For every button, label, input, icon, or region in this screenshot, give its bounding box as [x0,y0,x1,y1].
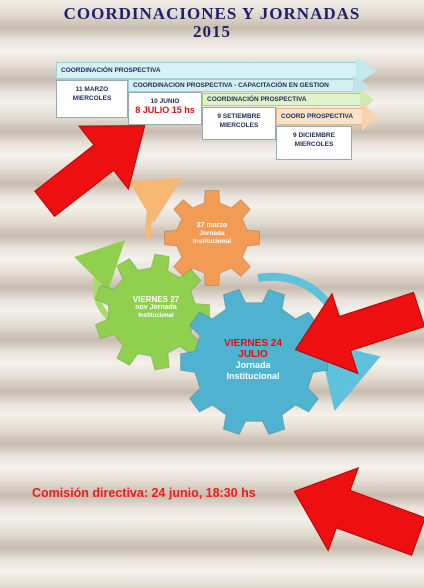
gear-green-line1: VIERNES 27 [132,295,180,304]
timeline-bar-4: COORD PROSPECTIVA [276,103,378,131]
timeline-box-4-line2: MIERCOLES [294,141,334,148]
gear-blue-line1: VIERNES 24 [224,338,282,349]
timeline-box-3-line2: MIERCOLES [219,122,259,129]
red-arrow-icon [293,466,424,556]
red-arrow-icon [34,125,146,218]
comision-directiva-text: Comisión directiva: 24 junio, 18:30 hs [32,486,256,500]
timeline-box-3: 9 SETIEMBRE MIERCOLES [202,107,276,140]
gear-blue-label: VIERNES 24 JULIO Jornada Institucional [210,338,296,382]
gear-blue-shape [180,288,328,436]
gear-orange-line3: Institucional [192,238,232,245]
gear-green-line2: nov Jornada [135,304,177,311]
gear-orange-shape [164,190,260,286]
red-arrow-icon [294,291,424,375]
gear-orange-line1: 27 marzo [196,222,228,229]
timeline-box-2-red: 8 JULIO 15 hs [135,105,195,115]
gear-blue [180,288,328,436]
gear-orange-line2: Jornada [199,230,225,237]
timeline-box-1-line2: MIERCOLES [72,95,112,102]
timeline-box-4-line1: 9 DICIEMBRE [293,132,335,139]
gear-green-line3: Institucional [138,313,174,319]
timeline-bar-1: COORDINACIÓN PROSPECTIVA [56,57,376,85]
curved-arrow-icon [74,240,125,323]
gear-orange [164,190,260,286]
page-year: 2015 [193,22,231,41]
gear-blue-line3: Jornada [235,360,271,370]
timeline-bar-3-label: COORDINACIÓN PROSPECTIVA [202,93,366,106]
timeline-box-4: 9 DICIEMBRE MIERCOLES [276,126,352,160]
timeline-bar-2-label: COORDINACION PROSPECTIVA - CAPACITACIÓN … [128,79,359,92]
timeline-box-1: 11 MARZO MIERCOLES [56,80,128,118]
gear-blue-line4: Institucional [226,371,280,381]
gear-green-label: VIERNES 27 nov Jornada Institucional [116,296,196,320]
page-title: COORDINACIONES Y JORNADAS [63,4,361,23]
timeline-box-2: 10 JUNIO 8 JULIO 15 hs [128,92,202,125]
timeline-bar-3: COORDINACIÓN PROSPECTIVA [202,89,374,111]
timeline-box-3-line1: 9 SETIEMBRE [217,113,261,120]
arrow-head-icon [362,103,378,131]
curved-arrow-icon [129,177,183,239]
gear-orange-label: 27 marzo Jornada Institucional [176,222,248,246]
timeline-box-1-line1: 11 MARZO [75,86,109,93]
timeline-box-2-line1: 10 JUNIO [150,98,180,105]
gear-blue-line2: JULIO [238,349,268,360]
